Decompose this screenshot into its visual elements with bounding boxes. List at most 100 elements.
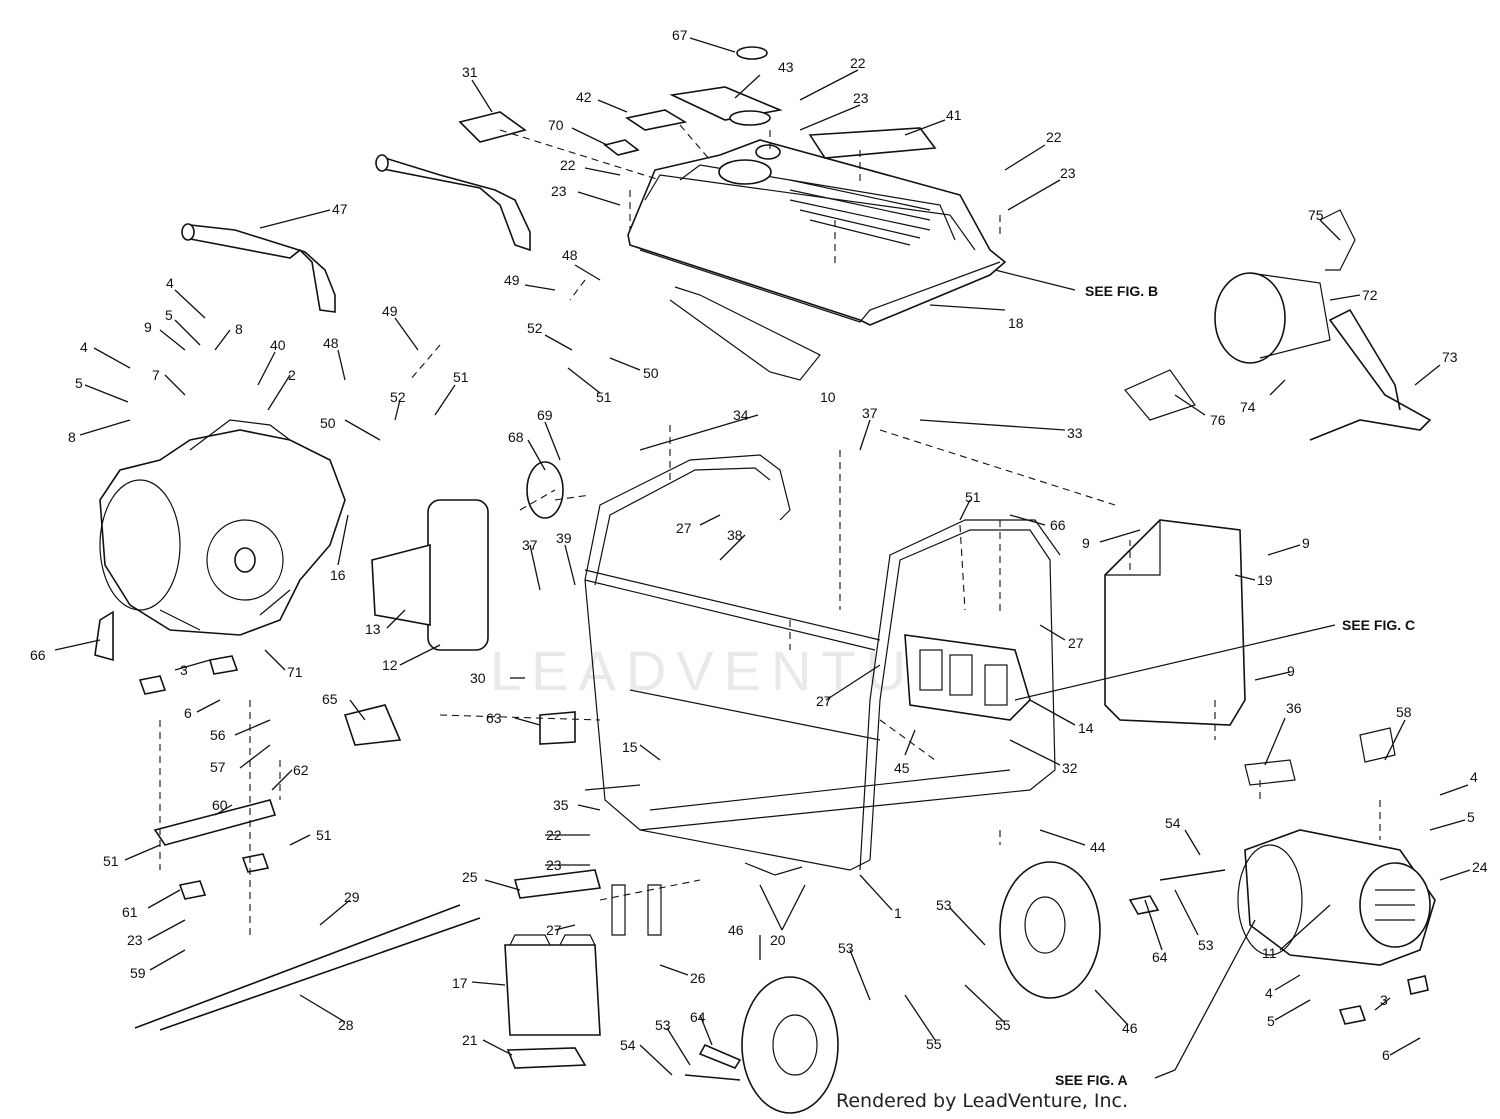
callout: 4 xyxy=(166,275,174,291)
callout: 66 xyxy=(1050,517,1066,533)
callout: 7 xyxy=(152,367,160,383)
callout: 23 xyxy=(551,183,567,199)
callout: 26 xyxy=(690,970,706,986)
callout: 19 xyxy=(1257,572,1273,588)
callout: 52 xyxy=(527,320,543,336)
callout: 22 xyxy=(560,157,576,173)
callout: 54 xyxy=(620,1037,636,1053)
callout: 68 xyxy=(508,429,524,445)
callout: 65 xyxy=(322,691,338,707)
render-credit: Rendered by LeadVenture, Inc. xyxy=(836,1090,1129,1112)
callout: 29 xyxy=(344,889,360,905)
callout: 53 xyxy=(1198,937,1214,953)
callout: 9 xyxy=(1287,663,1295,679)
callout: 14 xyxy=(1078,720,1094,736)
callout: 72 xyxy=(1362,287,1378,303)
callout: 49 xyxy=(504,272,520,288)
callout: 43 xyxy=(778,59,794,75)
callout: 27 xyxy=(546,922,562,938)
callout: 9 xyxy=(144,319,152,335)
callout: 16 xyxy=(330,567,346,583)
callout: 5 xyxy=(165,307,173,323)
callout: 44 xyxy=(1090,839,1106,855)
callout: 23 xyxy=(546,857,562,873)
callout: 53 xyxy=(936,897,952,913)
callout: 9 xyxy=(1302,535,1310,551)
callout: 5 xyxy=(1467,809,1475,825)
callout: 71 xyxy=(287,664,303,680)
callout: 27 xyxy=(676,520,692,536)
decals-top xyxy=(458,46,937,159)
callout: 23 xyxy=(853,90,869,106)
callout: 5 xyxy=(1267,1013,1275,1029)
callout: 13 xyxy=(365,621,381,637)
callout: 32 xyxy=(1062,760,1078,776)
callout: 33 xyxy=(1067,425,1083,441)
callout: 21 xyxy=(462,1032,478,1048)
callout: 27 xyxy=(1068,635,1084,651)
callout: 8 xyxy=(235,321,243,337)
callout: 27 xyxy=(816,693,832,709)
callout: 64 xyxy=(1152,949,1168,965)
callout: 73 xyxy=(1442,349,1458,365)
leader-lines xyxy=(54,37,1471,1079)
callout: 15 xyxy=(622,739,638,755)
callout: 22 xyxy=(1046,129,1062,145)
callout: 51 xyxy=(103,853,119,869)
callout: 55 xyxy=(926,1036,942,1052)
callout: 60 xyxy=(212,797,228,813)
callout: 61 xyxy=(122,904,138,920)
callout: 53 xyxy=(838,940,854,956)
callout: 49 xyxy=(382,303,398,319)
frame xyxy=(584,454,1061,871)
callout: 31 xyxy=(462,64,478,80)
callout: 46 xyxy=(1122,1020,1138,1036)
callout: 34 xyxy=(733,407,749,423)
control-panel xyxy=(904,634,1031,721)
callout: 37 xyxy=(522,537,538,553)
battery xyxy=(504,934,601,1069)
callout: 67 xyxy=(672,27,688,43)
handle xyxy=(181,154,531,313)
callout: 6 xyxy=(1382,1047,1390,1063)
callout: 75 xyxy=(1308,207,1324,223)
small-parts xyxy=(94,286,1429,1081)
callout-labels: 67 43 22 23 4 1 31 42 70 22 23 22 23 4 7 4… xyxy=(30,27,1488,1063)
callout: 48 xyxy=(323,335,339,351)
callout: 39 xyxy=(556,530,572,546)
callout: 66 xyxy=(30,647,46,663)
callout: 50 xyxy=(320,415,336,431)
callout: 53 xyxy=(655,1017,671,1033)
callout: 35 xyxy=(553,797,569,813)
figure-references: SEE FIG. B SEE FIG. C SEE FIG. A xyxy=(1055,283,1415,1088)
callout: 24 xyxy=(1472,859,1488,875)
callout: 3 xyxy=(1380,992,1388,1008)
callout: 12 xyxy=(382,657,398,673)
callout: 52 xyxy=(390,389,406,405)
callout: 8 xyxy=(68,429,76,445)
callout: 11 xyxy=(1262,945,1277,961)
wheel-right xyxy=(999,861,1101,999)
callout: 62 xyxy=(293,762,309,778)
callout: 51 xyxy=(596,389,612,405)
callout: 51 xyxy=(316,827,332,843)
callout: 76 xyxy=(1210,412,1226,428)
callout: 5 xyxy=(75,375,83,391)
callout: 59 xyxy=(130,965,146,981)
callout: 42 xyxy=(576,89,592,105)
callout: 18 xyxy=(1008,315,1024,331)
callout: 51 xyxy=(965,489,981,505)
callout: 63 xyxy=(486,710,502,726)
callout: 1 xyxy=(894,905,902,921)
callout: 4 xyxy=(1265,985,1273,1001)
callout: 70 xyxy=(548,117,564,133)
filter-assembly xyxy=(1124,209,1432,441)
callout: 69 xyxy=(537,407,553,423)
callout: 22 xyxy=(546,827,562,843)
callout: 23 xyxy=(127,932,143,948)
callout: 9 xyxy=(1082,535,1090,551)
callout: 48 xyxy=(562,247,578,263)
callout: 46 xyxy=(728,922,744,938)
wheel-left xyxy=(741,976,839,1114)
